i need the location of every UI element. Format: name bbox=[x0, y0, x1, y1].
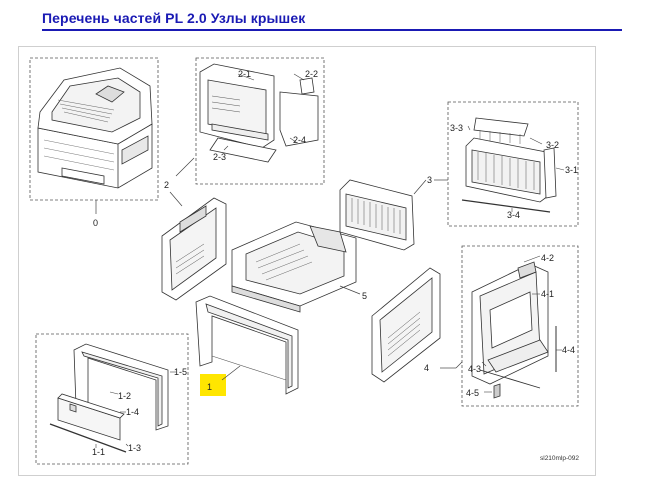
label-3-2: 3-2 bbox=[546, 140, 559, 150]
box-assembly-2: 2-1 2-2 2-4 2-3 bbox=[195, 57, 325, 185]
base-frame-drawing bbox=[231, 221, 357, 313]
label-1-3: 1-3 bbox=[128, 443, 141, 453]
label-3-1: 3-1 bbox=[565, 165, 578, 175]
label-2: 2 bbox=[164, 180, 169, 190]
label-4-3: 4-3 bbox=[468, 364, 481, 374]
label-2-2: 2-2 bbox=[305, 69, 318, 79]
label-2-3: 2-3 bbox=[213, 152, 226, 162]
label-4-5: 4-5 bbox=[466, 388, 479, 398]
label-4-4: 4-4 bbox=[562, 345, 575, 355]
label-4: 4 bbox=[424, 363, 429, 373]
printer-drawing bbox=[37, 67, 153, 189]
label-5: 5 bbox=[362, 291, 367, 301]
rear-unit-parts-drawing bbox=[465, 117, 557, 203]
label-1-4: 1-4 bbox=[126, 407, 139, 417]
label-3-3: 3-3 bbox=[450, 123, 463, 133]
label-4-2: 4-2 bbox=[541, 253, 554, 263]
box-assembly-3: 3-3 3-2 3-1 3-4 bbox=[447, 101, 579, 227]
left-side-cover-drawing bbox=[161, 197, 227, 301]
label-1-5: 1-5 bbox=[174, 367, 187, 377]
highlight-label-1 bbox=[200, 374, 226, 396]
page-title: Перечень частей PL 2.0 Узлы крышек bbox=[42, 10, 306, 26]
box-assembly-1: 1-5 1-2 1-4 1-3 1-1 bbox=[35, 333, 189, 465]
label-1: 1 bbox=[207, 382, 212, 392]
rear-top-cover-drawing bbox=[339, 179, 415, 251]
right-side-cover-drawing bbox=[371, 267, 441, 383]
label-2-1: 2-1 bbox=[238, 69, 251, 79]
front-cover-parts-drawing bbox=[57, 343, 169, 441]
title-underline bbox=[42, 29, 622, 31]
rear-cover-drawing bbox=[199, 63, 319, 163]
figure-code: sl210mlp-092 bbox=[540, 455, 579, 462]
front-cover-drawing bbox=[195, 295, 299, 395]
right-cover-parts-drawing bbox=[471, 261, 549, 399]
label-3: 3 bbox=[427, 175, 432, 185]
label-3-4: 3-4 bbox=[507, 210, 520, 220]
box-assembly-4: 4-2 4-1 4-4 4-3 4-5 bbox=[461, 245, 579, 407]
label-1-2: 1-2 bbox=[118, 391, 131, 401]
label-0: 0 bbox=[93, 218, 98, 228]
label-1-1: 1-1 bbox=[92, 447, 105, 457]
label-4-1: 4-1 bbox=[541, 289, 554, 299]
diagram-frame bbox=[18, 46, 596, 476]
label-2-4: 2-4 bbox=[293, 135, 306, 145]
box-assembly-0: 0 bbox=[29, 57, 159, 228]
